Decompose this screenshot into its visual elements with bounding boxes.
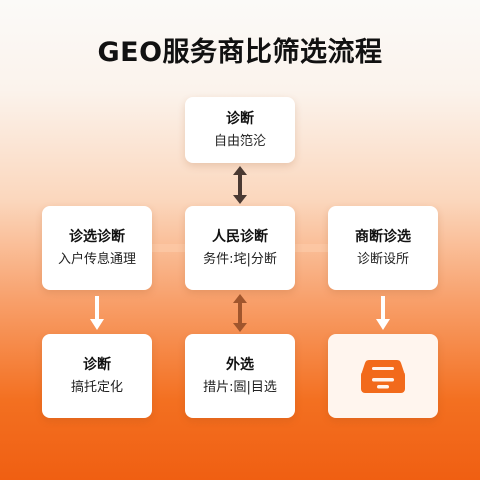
- node-top-title: 诊断: [226, 111, 254, 127]
- node-middle-left: 诊选诊断 入户传息通理: [42, 206, 152, 290]
- node-bottom-center-title: 外选: [226, 357, 254, 373]
- node-middle-right: 商断诊选 诊断设所: [328, 206, 438, 290]
- double-arrow-icon: [233, 294, 247, 332]
- down-arrow-icon: [376, 296, 390, 330]
- node-middle-right-subtitle: 诊断设所: [356, 252, 409, 267]
- node-bottom-right: [328, 334, 438, 418]
- node-bottom-center: 外选 措片:圄|目选: [185, 334, 295, 418]
- down-arrow-icon: [90, 296, 104, 330]
- connector-mc-mr: [295, 244, 328, 252]
- node-top: 诊断 自由笵沦: [185, 97, 295, 163]
- filter-box-icon: [361, 360, 405, 393]
- node-middle-center-subtitle: 务件:垞|分断: [203, 252, 277, 267]
- node-middle-center: 人民诊断 务件:垞|分断: [185, 206, 295, 290]
- connector-ml-mc: [152, 244, 185, 252]
- node-bottom-left-subtitle: 搞托定化: [70, 380, 123, 395]
- node-bottom-left-title: 诊断: [83, 357, 111, 373]
- double-arrow-icon: [233, 166, 247, 204]
- node-middle-left-subtitle: 入户传息通理: [57, 252, 136, 267]
- node-bottom-left: 诊断 搞托定化: [42, 334, 152, 418]
- node-middle-left-title: 诊选诊断: [69, 229, 125, 245]
- node-top-subtitle: 自由笵沦: [213, 134, 266, 149]
- page-title: GEO服务商比筛选流程: [97, 37, 383, 68]
- node-middle-center-title: 人民诊断: [212, 229, 268, 245]
- node-bottom-center-subtitle: 措片:圄|目选: [203, 380, 277, 395]
- node-middle-right-title: 商断诊选: [355, 229, 411, 245]
